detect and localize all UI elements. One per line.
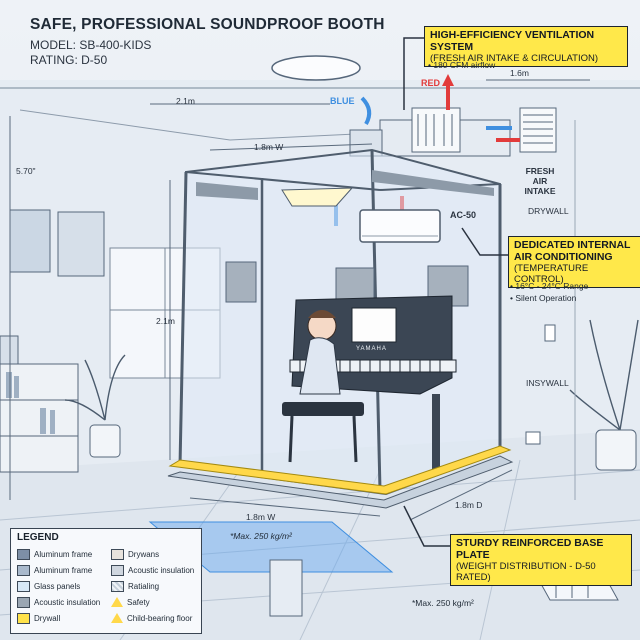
legend-title: LEGEND: [17, 532, 59, 543]
max-load-floor: *Max. 250 kg/m²: [412, 598, 474, 608]
legend-item-label: Drywall: [34, 614, 61, 623]
red-label: RED: [421, 78, 441, 88]
legend-item: Aluminum frame: [17, 549, 92, 560]
legend-item-label: Glass panels: [34, 582, 81, 591]
ac-range: • 16°C - 24°C Range: [510, 281, 589, 291]
wall-art: [9, 209, 51, 273]
fresh-air-label-line2: INTAKE: [524, 186, 556, 196]
ac-title-line1: DEDICATED INTERNAL: [514, 239, 631, 251]
dim-depth-bottom-label: 1.8m D: [455, 500, 483, 510]
piano-brand: YAMAHA: [356, 346, 387, 352]
ac-subtitle: (TEMPERATURE CONTROL): [514, 263, 589, 285]
blue-label: BLUE: [330, 96, 355, 106]
dim-width-top-label: 1.8m W: [254, 142, 284, 152]
dim-width-bottom: [189, 497, 381, 517]
legend-item-label: Acoustic insulation: [34, 598, 101, 607]
legend-swatch: [111, 565, 124, 576]
dim-width-bottom-label: 1.8m W: [246, 512, 276, 522]
base-plate-callout: STURDY REINFORCED BASE PLATE (WEIGHT DIS…: [450, 534, 632, 586]
warning-icon: [111, 597, 123, 607]
legend-item: Ratialing: [111, 581, 159, 592]
ventilation-leader: [403, 37, 424, 110]
legend-item-label: Drywans: [128, 550, 160, 559]
plant-right: [569, 319, 639, 431]
wall-art-plant: [57, 211, 105, 277]
legend-item-label: Acoustic insulation: [128, 566, 195, 575]
sheet-music: [351, 307, 397, 343]
legend-swatch: [17, 581, 30, 592]
legend: LEGEND Aluminum frame Drywans Aluminum f…: [10, 528, 202, 634]
ceiling-lamp: [271, 55, 361, 81]
fresh-air-label: FRESH AIR INTAKE: [518, 166, 562, 196]
legend-item-label: Aluminum frame: [34, 550, 93, 559]
dim-room-width-label: 2.1m: [176, 96, 195, 106]
warning-icon: [111, 613, 123, 623]
airflow-arrow-blue: [360, 96, 372, 125]
ac-callout: DEDICATED INTERNAL AIR CONDITIONING (TEM…: [508, 236, 640, 288]
power-outlet: [525, 431, 541, 445]
rating: RATING: D-50: [30, 53, 108, 67]
base-leader: [403, 505, 450, 547]
ac-unit: [359, 209, 441, 243]
legend-swatch: [111, 581, 124, 592]
legend-item-label: Aluminum frame: [34, 566, 93, 575]
load-test-block: [269, 559, 303, 617]
child-dress: [299, 337, 341, 395]
ac-leader: [461, 227, 508, 256]
legend-item: Glass panels: [17, 581, 80, 592]
legend-item: Aluminum frame: [17, 565, 92, 576]
piano-bench: [282, 402, 364, 416]
model-number: MODEL: SB-400-KIDS: [30, 38, 152, 52]
dim-room-height-label: 5.70": [16, 166, 36, 176]
ventilation-callout: HIGH-EFFICIENCY VENTILATION SYSTEM (FRES…: [424, 26, 628, 67]
legend-item: Drywall: [17, 613, 60, 624]
bookshelf: [0, 363, 79, 473]
acoustic-foam: [225, 261, 257, 303]
insywall-label: INSYWALL: [526, 378, 569, 388]
legend-item: Acoustic insulation: [111, 565, 194, 576]
legend-swatch: [17, 565, 30, 576]
legend-swatch: [111, 549, 124, 560]
legend-swatch: [17, 613, 30, 624]
light-switch: [544, 324, 556, 342]
legend-item-label: Ratialing: [128, 582, 160, 591]
ac-title-line2: AIR CONDITIONING: [514, 251, 613, 263]
legend-item: Safety: [111, 597, 150, 607]
ventilation-title: HIGH-EFFICIENCY VENTILATION SYSTEM: [430, 29, 595, 53]
base-plate-edge: [168, 445, 512, 495]
legend-item: Child-bearing floor: [111, 613, 192, 623]
airflow-note: • 180 CFM airflow: [428, 60, 496, 70]
max-load-plate: *Max. 250 kg/m²: [230, 531, 292, 541]
dim-depth-top-label: 1.6m: [510, 68, 529, 78]
legend-swatch: [17, 549, 30, 560]
legend-swatch: [17, 597, 30, 608]
dim-depth-bottom: [409, 469, 513, 521]
legend-item-label: Safety: [127, 597, 150, 607]
ventilation-subtitle: (FRESH AIR INTAKE & CIRCULATION): [430, 53, 599, 64]
base-plate-title: STURDY REINFORCED BASE PLATE: [456, 537, 604, 561]
ac-silent: • Silent Operation: [510, 293, 577, 303]
fresh-air-label-line1: FRESH AIR: [525, 166, 555, 186]
ac-model-label: AC-50: [450, 210, 477, 220]
booth-light: [281, 187, 354, 207]
page-title: SAFE, PROFESSIONAL SOUNDPROOF BOOTH: [30, 16, 385, 33]
base-plate-subtitle: (WEIGHT DISTRIBUTION - D-50 RATED): [456, 561, 596, 583]
dim-height-label: 2.1m: [156, 316, 175, 326]
legend-item: Drywans: [111, 549, 159, 560]
dim-width-top: [209, 143, 373, 151]
legend-item: Acoustic insulation: [17, 597, 100, 608]
drywall-label: DRYWALL: [528, 206, 569, 216]
plant-left: [64, 354, 126, 421]
legend-item-label: Child-bearing floor: [127, 613, 193, 623]
